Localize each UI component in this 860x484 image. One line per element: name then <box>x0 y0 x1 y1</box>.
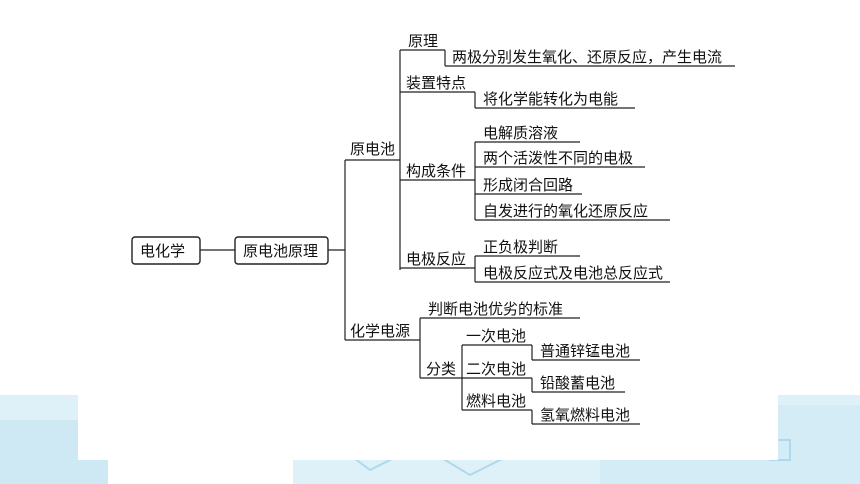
battery-type-label: 二次电池 <box>466 360 526 378</box>
electrode-label: 电极反应 <box>406 250 466 268</box>
battery-type-label: 燃料电池 <box>466 392 526 410</box>
conditions-label: 构成条件 <box>406 162 466 180</box>
classification-label: 分类 <box>426 360 456 378</box>
root-node: 电化学 <box>140 242 185 260</box>
device-detail: 将化学能转化为电能 <box>483 90 618 108</box>
condition-item: 两个活泼性不同的电极 <box>483 149 633 167</box>
root-node-box <box>131 236 201 265</box>
branch-a-label: 原电池 <box>350 140 395 158</box>
battery-example: 铅酸蓄电池 <box>540 374 615 392</box>
condition-item: 自发进行的氧化还原反应 <box>483 202 648 220</box>
electrode-item: 电极反应式及电池总反应式 <box>483 264 663 282</box>
device-label: 装置特点 <box>406 74 466 92</box>
battery-example: 氢氧燃料电池 <box>540 406 630 424</box>
battery-example: 普通锌锰电池 <box>540 342 630 360</box>
condition-item: 形成闭合回路 <box>483 176 573 194</box>
electrode-item: 正负极判断 <box>483 238 558 256</box>
battery-type-label: 一次电池 <box>466 327 526 345</box>
connector-lines <box>200 49 735 425</box>
level1-node: 原电池原理 <box>243 242 318 260</box>
principle-detail: 两极分别发生氧化、还原反应，产生电流 <box>452 48 722 66</box>
level1-node-box <box>234 236 329 265</box>
criterion-label: 判断电池优劣的标准 <box>428 300 563 318</box>
condition-item: 电解质溶液 <box>483 124 558 142</box>
branch-b-label: 化学电源 <box>350 322 410 340</box>
principle-label: 原理 <box>408 32 438 50</box>
